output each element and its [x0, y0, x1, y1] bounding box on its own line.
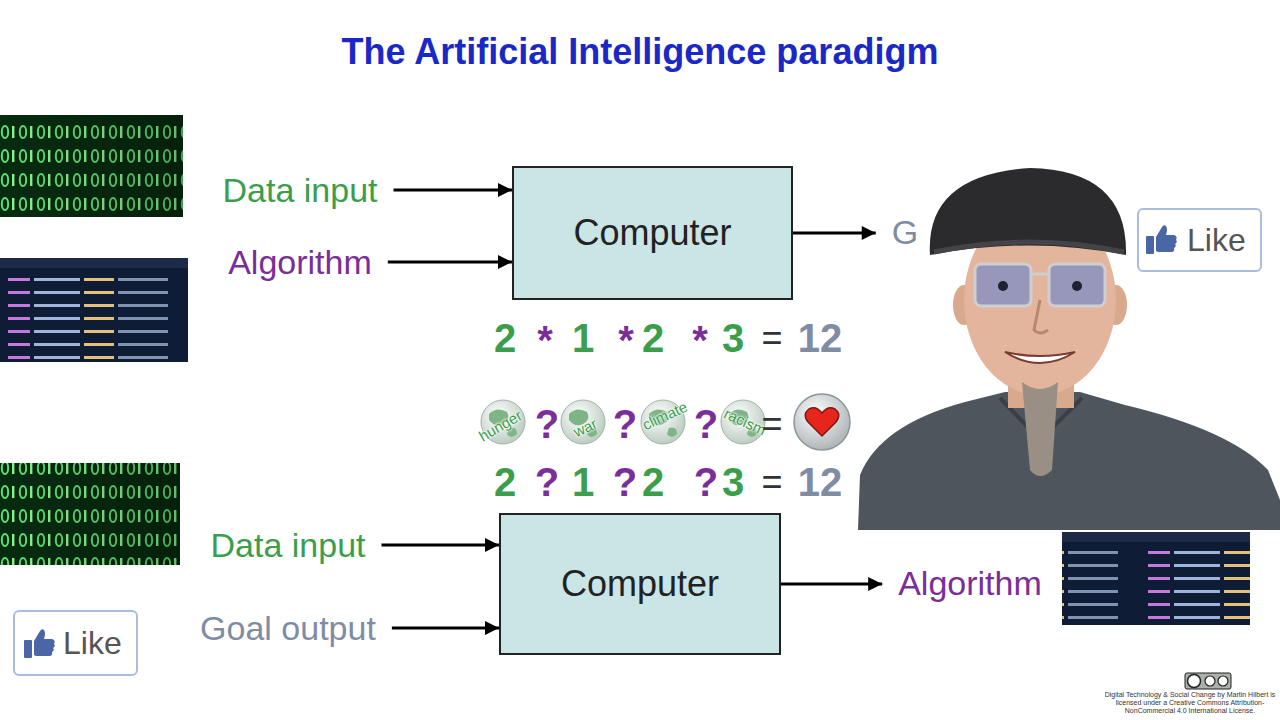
- equation-symbol: 2: [494, 459, 516, 505]
- presenter-nose: [1034, 300, 1048, 333]
- equation-symbol: *: [537, 317, 553, 363]
- process-box: Computer: [499, 513, 781, 655]
- node-label: Goal output: [200, 608, 376, 649]
- like-button: Like: [1137, 208, 1262, 272]
- arrow-connector: [392, 626, 499, 629]
- presenter-goatee: [1022, 382, 1058, 476]
- presenter-glasses-bridge: [1031, 273, 1049, 276]
- arrow-connector: [388, 260, 512, 263]
- equation-symbol: ?: [694, 401, 718, 447]
- equation-symbol: ?: [694, 459, 718, 505]
- slide-title: The Artificial Intelligence paradigm: [342, 31, 939, 73]
- heart: [805, 408, 839, 436]
- arrow-connector: [382, 543, 500, 546]
- presenter-glasses-lens: [975, 264, 1031, 306]
- equation-symbol: 2: [642, 459, 664, 505]
- badge-circle: [1188, 675, 1201, 688]
- node-label: Algorithm: [898, 563, 1042, 604]
- continent: [667, 428, 677, 437]
- equation-symbol: 3: [722, 459, 744, 505]
- presenter-eye: [1072, 281, 1082, 291]
- binary-image-shade: [0, 463, 180, 565]
- equation-symbol: =: [761, 403, 782, 444]
- code-image-bar: [1062, 532, 1250, 542]
- badge-circle: [1205, 676, 1215, 686]
- heart-globe-icon: [794, 394, 850, 450]
- like-button: Like: [13, 610, 138, 676]
- thumb-icon: [1146, 225, 1177, 254]
- binary-image: [0, 463, 180, 565]
- equation-symbol: *: [692, 317, 708, 363]
- node-label: Computer: [561, 562, 719, 605]
- arrow-connector: [781, 583, 882, 586]
- equation-symbol: ?: [535, 401, 559, 447]
- binary-image-shade: [0, 115, 183, 217]
- text-node: Algorithm: [882, 563, 1058, 604]
- node-label: Data input: [211, 525, 366, 566]
- globe: [561, 400, 605, 444]
- equation-symbol: *: [618, 317, 634, 363]
- binary-image: [0, 115, 183, 217]
- process-box: Computer: [512, 166, 793, 300]
- code-image: [0, 258, 188, 362]
- node-label: G: [892, 212, 918, 253]
- license-note: Digital Technology & Social Change by Ma…: [1100, 691, 1280, 715]
- equation-symbol: ?: [613, 459, 637, 505]
- node-label: Computer: [573, 211, 731, 254]
- globe: [794, 394, 850, 450]
- node-label: Like: [63, 624, 122, 662]
- presenter-eye: [998, 281, 1008, 291]
- node-label: Algorithm: [228, 242, 372, 283]
- equation-symbol: 12: [798, 315, 843, 361]
- cc-license-badge: [1185, 673, 1231, 689]
- presenter-cap: [930, 168, 1126, 255]
- presenter-glasses-lens: [1049, 264, 1105, 306]
- presenter-figure: [858, 168, 1280, 530]
- equation-symbol: 12: [798, 459, 843, 505]
- globe-icon: [561, 400, 605, 444]
- text-node: Goal output: [184, 608, 392, 649]
- arrow-connector: [793, 232, 876, 235]
- arrow-connector: [394, 188, 513, 191]
- equation-symbol: =: [761, 317, 782, 358]
- presenter-shirt: [858, 392, 1280, 530]
- equation-symbol: 2: [642, 315, 664, 361]
- badge-circle: [1218, 676, 1228, 686]
- equation-symbol: ?: [613, 401, 637, 447]
- presenter-cap-band: [934, 242, 1124, 252]
- equation-symbol: 1: [572, 459, 594, 505]
- node-label: Data input: [223, 170, 378, 211]
- presenter-smile: [1005, 352, 1075, 363]
- text-node: G: [876, 212, 934, 253]
- thumb-icon: [24, 629, 55, 658]
- equation-symbol: =: [761, 461, 782, 502]
- equation-symbol: 3: [722, 315, 744, 361]
- badge-frame: [1185, 673, 1231, 689]
- text-node: Data input: [207, 170, 394, 211]
- code-image: [1062, 532, 1250, 625]
- equation-symbol: ?: [535, 459, 559, 505]
- text-node: Data input: [195, 525, 382, 566]
- text-node: Algorithm: [212, 242, 388, 283]
- equation-symbol: 2: [494, 315, 516, 361]
- equation-symbol: 1: [572, 315, 594, 361]
- code-image-bar: [0, 258, 188, 268]
- node-label: Like: [1187, 221, 1246, 259]
